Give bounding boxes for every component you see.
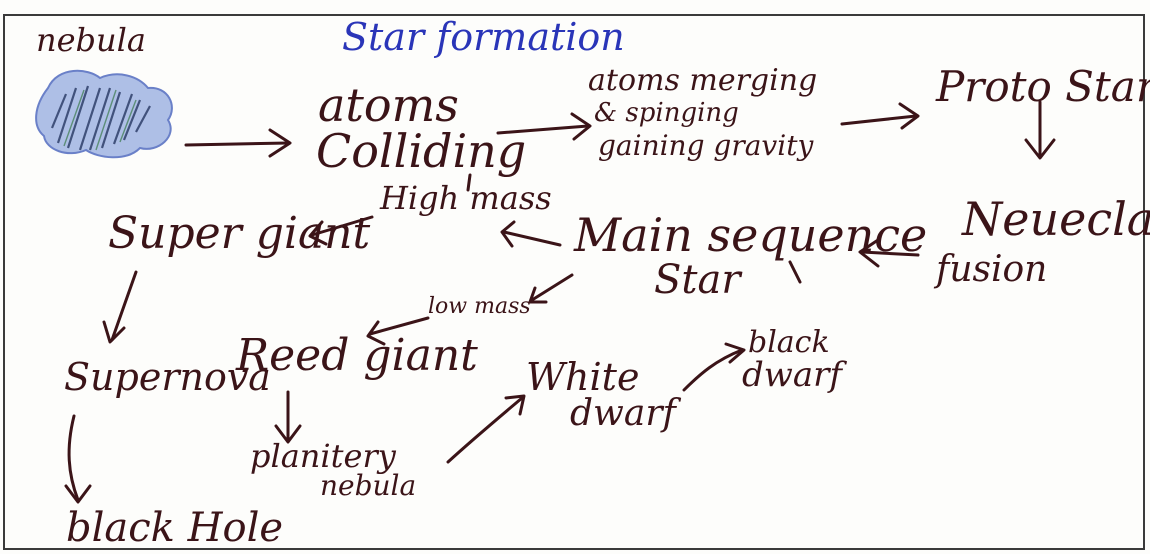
label-fusion: fusion	[936, 249, 1048, 290]
label-spinging: & spinging	[594, 98, 739, 128]
arrow-highmass-to-supergiant	[308, 215, 374, 246]
label-atoms: atoms	[318, 78, 459, 132]
arrow-planetary-to-whitedwarf	[446, 394, 526, 464]
label-star: Star	[654, 257, 741, 303]
label-nebula: nebula	[36, 21, 146, 59]
arrow-mainsequence-to-lowmass	[528, 273, 574, 304]
arrow-mainsequence-to-highmass	[500, 220, 562, 248]
arrow-supergiant-to-supernova	[102, 270, 138, 344]
arrow-atoms-to-merging	[496, 112, 592, 141]
label-low-mass: low mass	[428, 294, 531, 319]
label-dwarf-2: dwarf	[742, 355, 842, 395]
diagram-title: Star formation	[342, 15, 625, 59]
label-colliding: Colliding	[316, 124, 527, 178]
label-gaining-gravity: gaining gravity	[598, 129, 814, 162]
arrow-fusion-to-mainsequence	[858, 238, 920, 268]
label-planitery: planitery	[250, 437, 396, 475]
label-neuecla: Neuecla	[962, 192, 1150, 246]
arrow-nebula-to-atoms	[184, 128, 292, 158]
arrow-protostar-to-fusion	[1024, 100, 1056, 160]
arrow-merging-to-protostar	[840, 102, 920, 130]
label-black: black	[748, 325, 830, 360]
label-nebula-2: nebula	[320, 469, 417, 502]
arrow-whitedwarf-to-blackdwarf	[682, 342, 746, 392]
label-black-hole: black Hole	[66, 505, 284, 551]
diagram-border	[3, 14, 1145, 550]
label-atoms-merging: atoms merging	[588, 63, 818, 98]
label-main-sequence: Main sequence	[574, 208, 928, 262]
label-high-mass: High mass	[380, 179, 552, 217]
arrow-lowmass-to-redgiant	[366, 316, 430, 346]
label-dwarf: dwarf	[570, 393, 676, 434]
label-proto-star: Proto Star	[936, 62, 1150, 111]
arrow-redgiant-to-planetary	[274, 390, 302, 444]
label-red-giant: Reed giant	[236, 330, 478, 381]
mark-under-sequence	[788, 260, 802, 284]
label-super-giant: Super giant	[108, 208, 371, 259]
label-supernova: Supernova	[64, 355, 271, 399]
nebula-sketch	[35, 69, 173, 159]
label-white: White	[526, 355, 640, 399]
arrow-supernova-to-blackhole	[64, 414, 92, 504]
mark-under-colliding	[466, 173, 472, 192]
